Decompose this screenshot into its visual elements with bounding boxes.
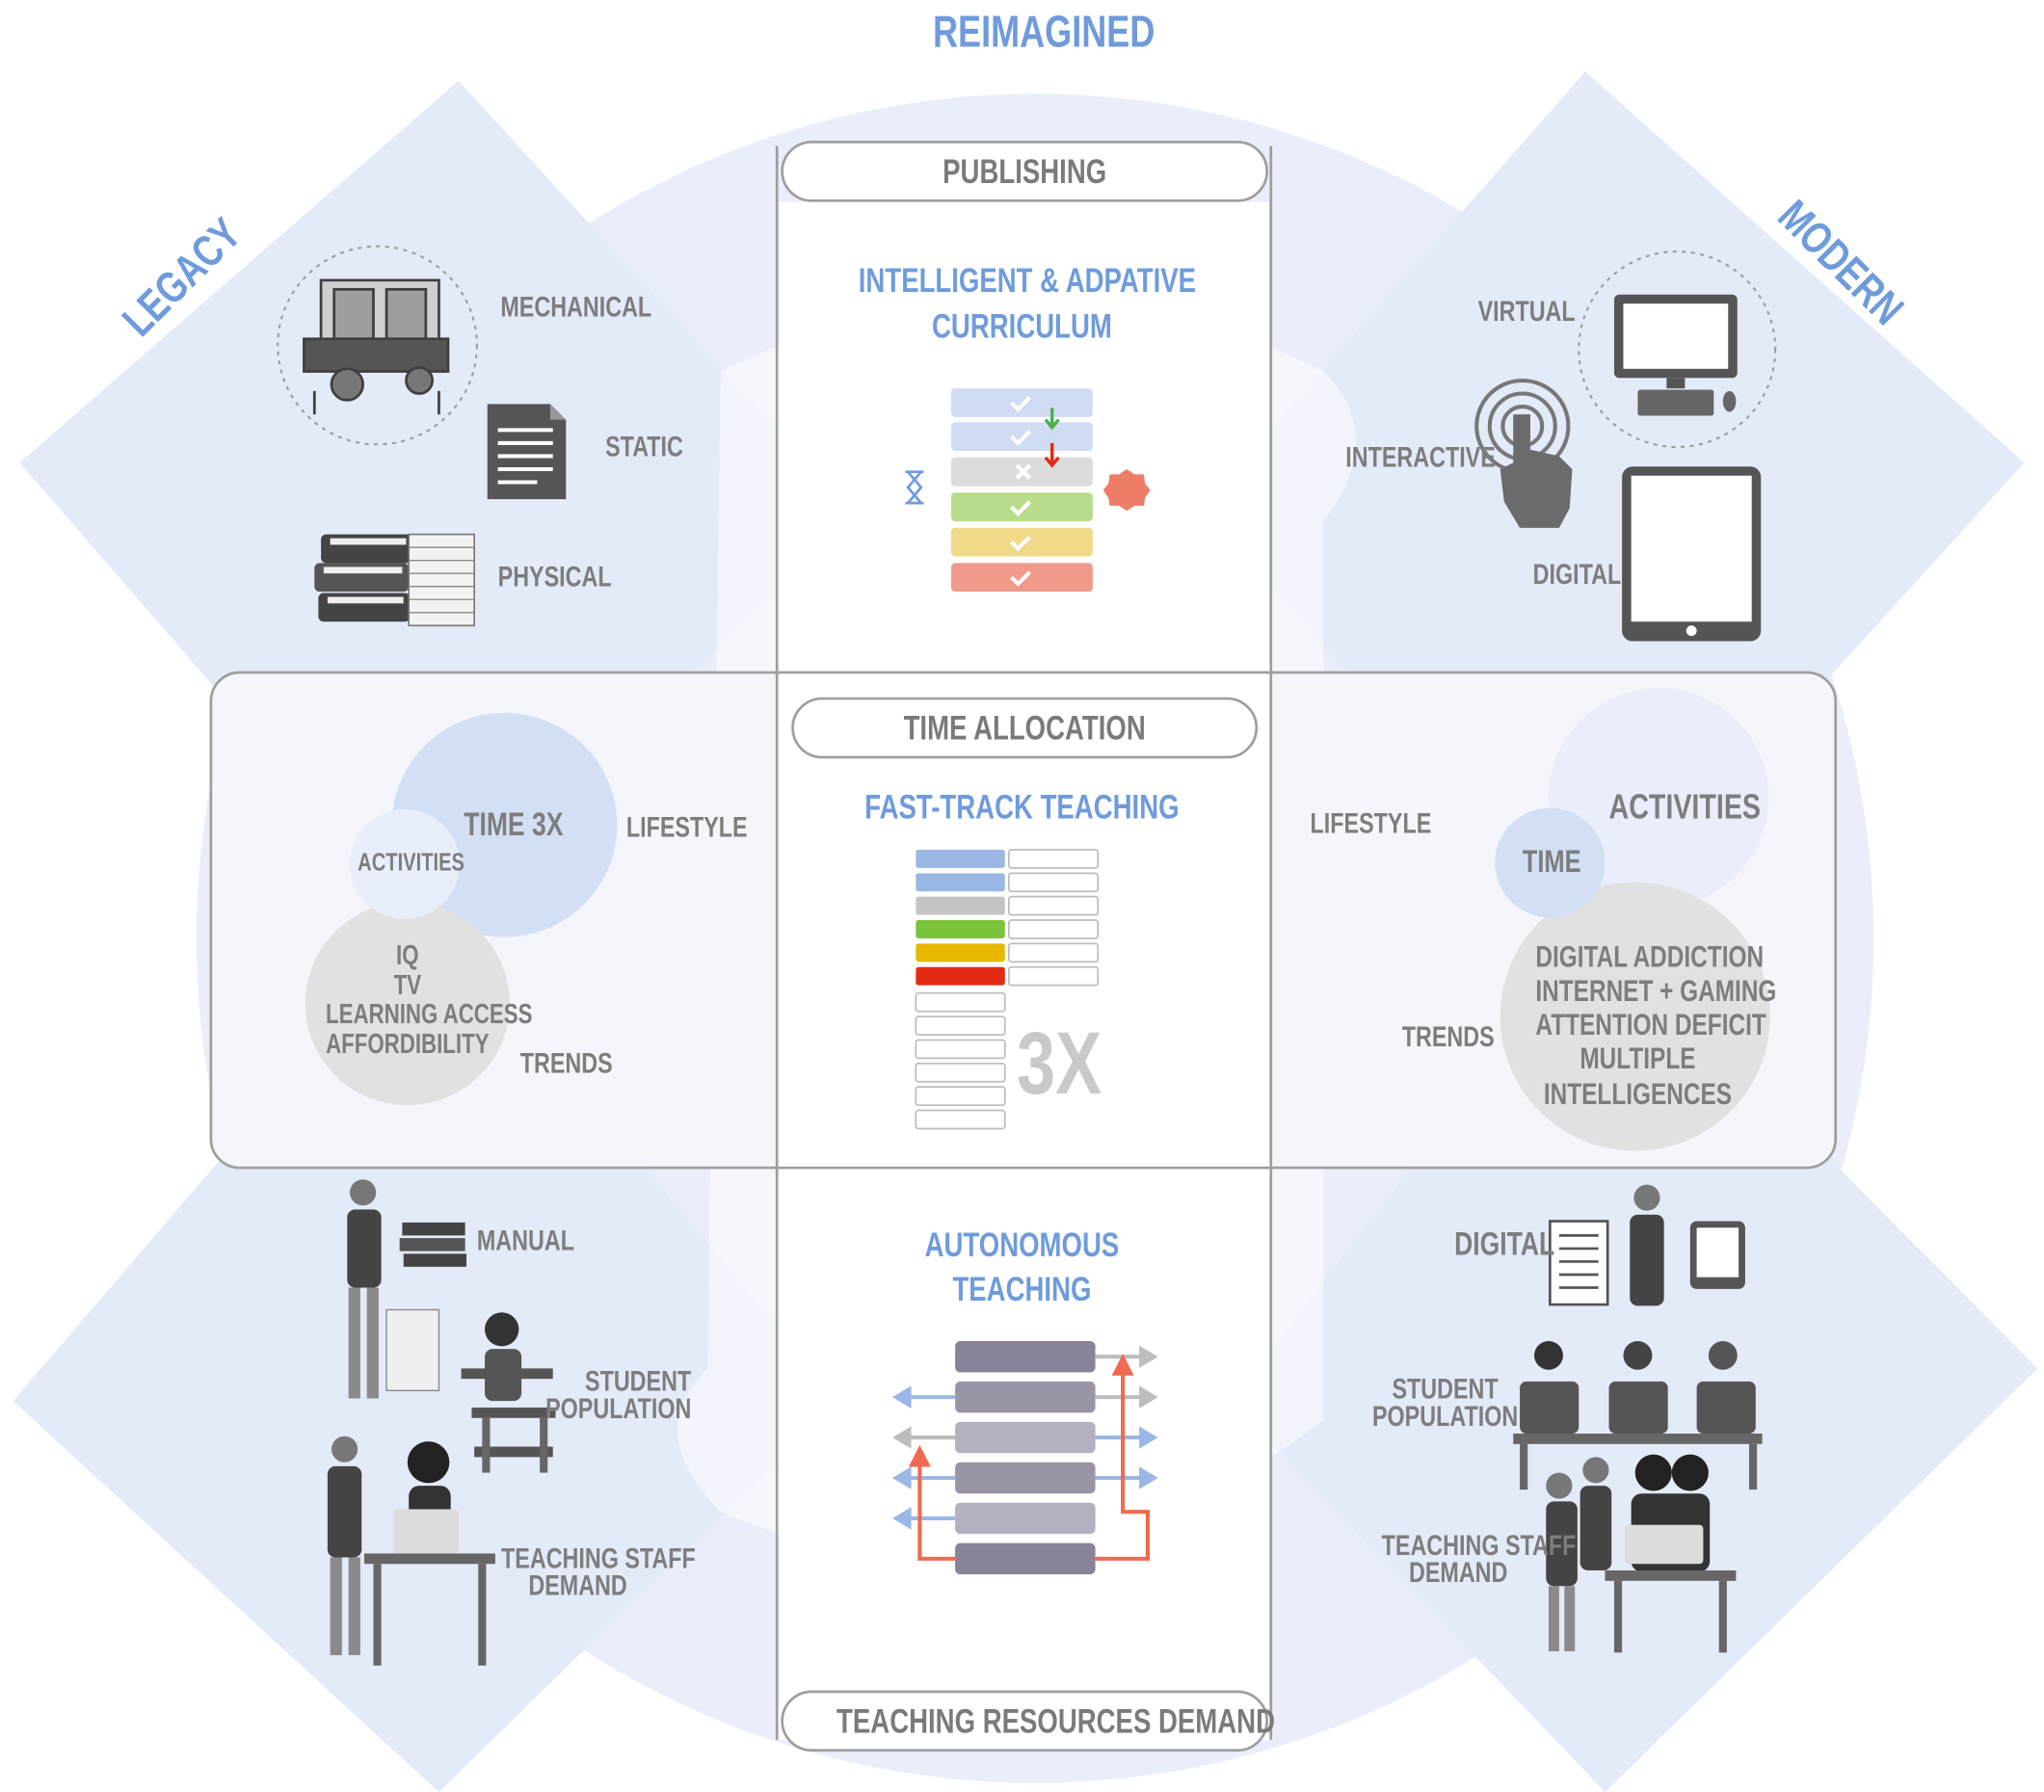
- legacy-staff-label-line2: DEMAND: [528, 1568, 627, 1602]
- virtual-circle: [1578, 250, 1777, 449]
- printing-press-icon: [303, 278, 450, 415]
- modern-trend-digital-addiction: DIGITAL ADDICTION: [1535, 939, 1765, 974]
- modern-time-circle: [1495, 807, 1606, 918]
- desktop-computer-icon: [1613, 294, 1738, 416]
- legacy-staff-label-line1: TEACHING STAFF: [501, 1542, 696, 1575]
- legacy-trend-iq: IQ: [396, 940, 419, 971]
- document-icon: [487, 404, 567, 500]
- legacy-trends-circle: [305, 902, 510, 1106]
- modern-trend-internet-gaming: INTERNET + GAMING: [1535, 973, 1777, 1008]
- modern-lifestyle-label: LIFESTYLE: [1310, 806, 1432, 840]
- legacy-activities-label: ACTIVITIES: [358, 849, 465, 878]
- modern-digital-label: DIGITAL: [1532, 557, 1622, 591]
- fast-track-title: FAST-TRACK TEACHING: [864, 787, 1180, 827]
- legacy-staff-illustration: [327, 1436, 495, 1666]
- legacy-trends-label: TRENDS: [519, 1046, 613, 1080]
- curriculum-title-line2: CURRICULUM: [932, 305, 1112, 346]
- modern-staff-label-line1: TEACHING STAFF: [1381, 1528, 1577, 1562]
- modern-trends-circle: [1500, 882, 1770, 1151]
- touch-hand-icon: [1474, 378, 1573, 528]
- legacy-teacher-books-illustration: [347, 1179, 466, 1399]
- modern-student-label-line1: STUDENT: [1392, 1372, 1499, 1406]
- modern-trends-label: TRENDS: [1401, 1020, 1495, 1054]
- legacy-mechanical-label: MECHANICAL: [500, 290, 652, 324]
- badge-icon: [1102, 468, 1151, 512]
- modern-trend-intelligences: INTELLIGENCES: [1543, 1076, 1732, 1111]
- modern-document-icon: [1548, 1220, 1609, 1306]
- modern-interactive-label: INTERACTIVE: [1345, 440, 1496, 474]
- teaching-resources-header: TEACHING RESOURCES DEMAND: [781, 1690, 1276, 1752]
- time-allocation-header: TIME ALLOCATION: [791, 697, 1259, 759]
- modern-digital-teaching-label: DIGITAL: [1454, 1225, 1555, 1263]
- legacy-trend-learning-access: LEARNING ACCESS: [325, 999, 533, 1030]
- time-allocation-header-label: TIME ALLOCATION: [903, 707, 1146, 748]
- modern-staff-label-line2: DEMAND: [1408, 1556, 1508, 1589]
- legacy-lifestyle-label: LIFESTYLE: [625, 810, 748, 844]
- modern-trend-attention-deficit: ATTENTION DEFICIT: [1535, 1007, 1766, 1041]
- books-stack-icon: [314, 533, 475, 627]
- diamond-legacy-top: [19, 80, 852, 938]
- curriculum-checklist: [905, 388, 1151, 593]
- legacy-trend-affordibility: AFFORDIBILITY: [326, 1029, 490, 1060]
- modern-staff-illustration: [1546, 1454, 1737, 1653]
- fast-track-bars: [915, 849, 1100, 1130]
- modern-student-label-line2: POPULATION: [1371, 1399, 1519, 1433]
- legacy-student-label-line1: STUDENT: [585, 1364, 692, 1398]
- modern-students-illustration: [1513, 1340, 1763, 1490]
- curriculum-title-line1: INTELLIGENT & ADPATIVE: [858, 260, 1197, 301]
- modern-virtual-label: VIRTUAL: [1477, 294, 1576, 328]
- legacy-physical-label: PHYSICAL: [497, 560, 612, 593]
- legacy-student-label-line2: POPULATION: [545, 1391, 692, 1425]
- legacy-students-illustration: [461, 1312, 556, 1473]
- publishing-header-label: PUBLISHING: [942, 150, 1107, 191]
- publishing-header: PUBLISHING: [781, 141, 1269, 202]
- modern-trend-multiple: MULTIPLE: [1579, 1041, 1696, 1076]
- autonomous-title-line1: AUTONOMOUS: [924, 1225, 1120, 1265]
- axis-label-reimagined: REIMAGINED: [932, 8, 1155, 58]
- legacy-time-label: TIME 3X: [464, 806, 564, 844]
- tablet-icon: [1622, 466, 1762, 642]
- mechanical-circle: [277, 245, 478, 446]
- fast-track-multiplier: 3X: [1017, 1014, 1102, 1114]
- modern-activities-label: ACTIVITIES: [1608, 787, 1762, 827]
- modern-time-label: TIME: [1522, 844, 1581, 881]
- legacy-static-label: STATIC: [605, 430, 683, 463]
- legacy-trend-tv: TV: [393, 970, 422, 1001]
- modern-teacher-tablet-illustration: [1630, 1184, 1745, 1306]
- legacy-activities-circle: [349, 809, 461, 919]
- legacy-manual-label: MANUAL: [476, 1224, 574, 1257]
- autonomous-title-line2: TEACHING: [952, 1269, 1092, 1309]
- teaching-resources-header-label: TEACHING RESOURCES DEMAND: [836, 1700, 1276, 1740]
- hourglass-icon: [905, 470, 924, 505]
- autonomous-stack: [891, 1340, 1158, 1575]
